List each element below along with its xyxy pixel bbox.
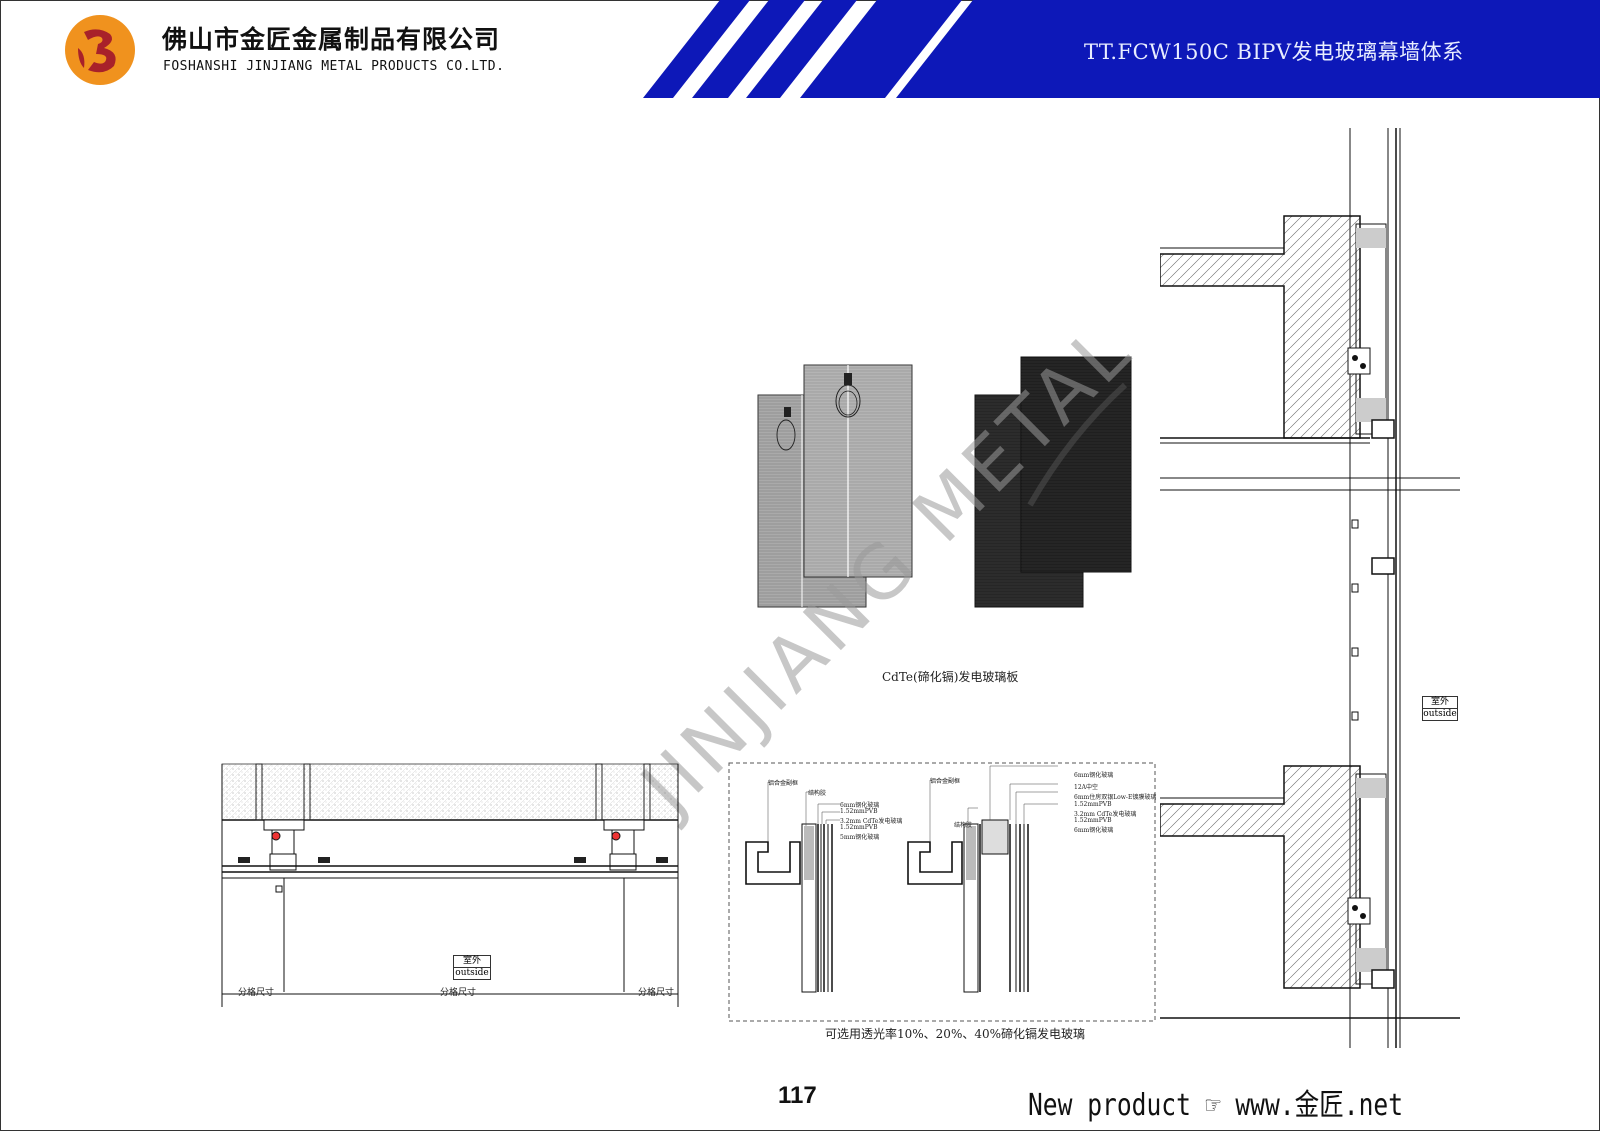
plan-section-drawing [221,763,679,1007]
sa-label-2: 6mm钢化玻璃 [840,802,880,809]
sb-label-8: 6mm钢化玻璃 [1074,827,1114,834]
section-caption: 可选用透光率10%、20%、40%碲化镉发电玻璃 [825,1027,1086,1041]
sa-label-5: 1.52mmPVB [840,824,878,831]
sa-label-0: 铝合金副框 [768,780,799,787]
sa-label-6: 5mm钢化玻璃 [840,834,880,841]
elevation-outside-cn: 室外 [1430,697,1449,707]
footer-tagline: New product ☞ www.金匠.net [1028,1088,1404,1123]
sb-label-4: 6mm住房双银Low-E镀膜玻璃 [1074,794,1157,801]
plan-outside-tag: 室外 outside [453,955,491,980]
dim-label-middle: 分格尺寸 [440,988,477,998]
company-name-cn: 佛山市金匠金属制品有限公司 [162,25,501,54]
header-banner [643,0,1600,98]
plan-outside-en: outside [454,967,490,978]
sb-label-6: 3.2mm CdTe发电玻璃 [1074,811,1137,818]
sb-label-2: 6mm钢化玻璃 [1074,772,1114,779]
glass-section-details [728,762,1156,1022]
sb-label-3: 12A中空 [1074,784,1098,791]
sa-label-3: 1.52mmPVB [840,808,878,815]
company-name-en: FOSHANSHI JINJIANG METAL PRODUCTS CO.LTD… [163,59,505,74]
panel-caption: CdTe(碲化镉)发电玻璃板 [882,670,1019,684]
dim-label-right: 分格尺寸 [638,988,675,998]
company-logo-icon [65,15,135,85]
sb-label-1: 结构胶 [954,822,973,829]
series-title: TT.FCW150C BIPV发电玻璃幕墙体系 [1084,40,1464,64]
page-number: 117 [778,1082,817,1109]
sb-label-0: 铝合金副框 [930,778,961,785]
sb-label-7: 1.52mmPVB [1074,817,1112,824]
elevation-outside-en: outside [1423,708,1457,719]
dim-label-left: 分格尺寸 [238,988,275,998]
sb-label-5: 1.52mmPVB [1074,801,1112,808]
plan-outside-cn: 室外 [462,956,481,966]
elevation-outside-tag: 室外 outside [1422,696,1458,721]
cdte-panel-illustration [757,356,1132,608]
sa-label-4: 3.2mm CdTe发电玻璃 [840,818,903,825]
vertical-section-drawing [1160,128,1460,1048]
sa-label-1: 结构胶 [808,790,827,797]
